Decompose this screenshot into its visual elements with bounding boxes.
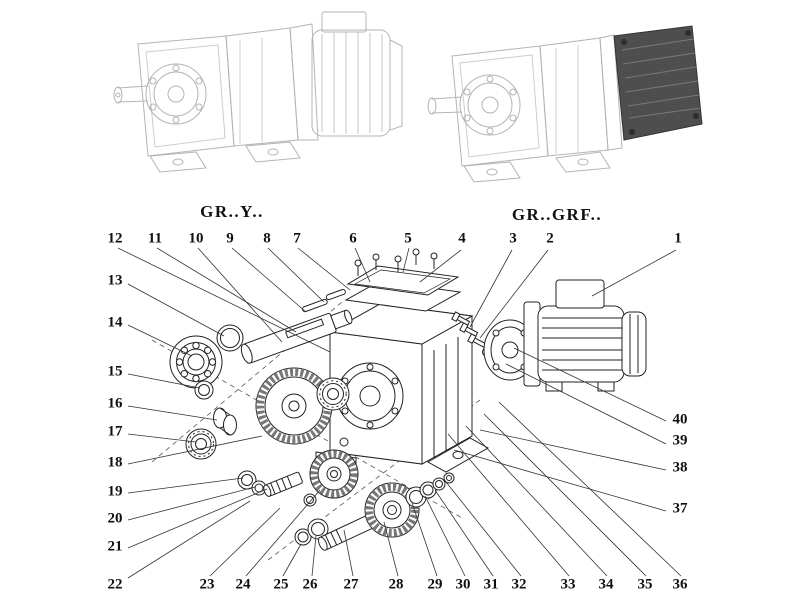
callout-40: 40 (672, 411, 688, 428)
gear-housing (315, 303, 490, 473)
cover-bolts (354, 248, 438, 276)
callout-38: 38 (672, 459, 688, 476)
callout-34: 34 (598, 576, 614, 593)
callout-35: 35 (637, 576, 653, 593)
callout-29: 29 (427, 576, 443, 593)
callout-12: 12 (107, 230, 123, 247)
callout-16: 16 (107, 395, 123, 412)
callout-20: 20 (107, 510, 123, 527)
callout-10: 10 (188, 230, 204, 247)
exploded-view (151, 248, 647, 561)
callout-7: 7 (293, 230, 301, 247)
callout-13: 13 (107, 272, 123, 289)
assembled-view-gr-grf (427, 25, 703, 183)
model-label-gr-grf: GR..GRF.. (511, 205, 603, 224)
callout-27: 27 (343, 576, 359, 593)
input-shaft-parts (294, 472, 455, 551)
leader-lines (117, 247, 682, 579)
assembled-view-gr-y (113, 11, 403, 173)
callout-2: 2 (546, 230, 554, 247)
callout-36: 36 (672, 576, 688, 593)
callout-11: 11 (147, 230, 163, 247)
callout-4: 4 (458, 230, 466, 247)
callout-8: 8 (263, 230, 271, 247)
callout-23: 23 (199, 576, 215, 593)
callout-6: 6 (349, 230, 357, 247)
callout-32: 32 (511, 576, 527, 593)
callout-25: 25 (273, 576, 289, 593)
callout-31: 31 (483, 576, 499, 593)
callout-15: 15 (107, 363, 123, 380)
callout-19: 19 (107, 483, 123, 500)
callout-3: 3 (509, 230, 517, 247)
callout-33: 33 (560, 576, 576, 593)
output-shaft-parts (169, 288, 353, 460)
callout-26: 26 (302, 576, 318, 593)
callout-17: 17 (107, 423, 123, 440)
callout-30: 30 (455, 576, 471, 593)
callout-1: 1 (674, 230, 682, 247)
intermediate-shaft-parts (237, 449, 359, 507)
callout-28: 28 (388, 576, 404, 593)
callout-24: 24 (235, 576, 251, 593)
callout-39: 39 (672, 432, 688, 449)
callout-9: 9 (226, 230, 234, 247)
callout-18: 18 (107, 454, 123, 471)
motor (523, 279, 647, 392)
callout-5: 5 (404, 230, 412, 247)
callout-21: 21 (107, 538, 123, 555)
callout-14: 14 (107, 314, 123, 331)
callout-22: 22 (107, 576, 123, 593)
model-label-gr-y: GR..Y.. (200, 202, 264, 221)
housing-cover-parts (344, 248, 462, 312)
callout-37: 37 (672, 500, 688, 517)
